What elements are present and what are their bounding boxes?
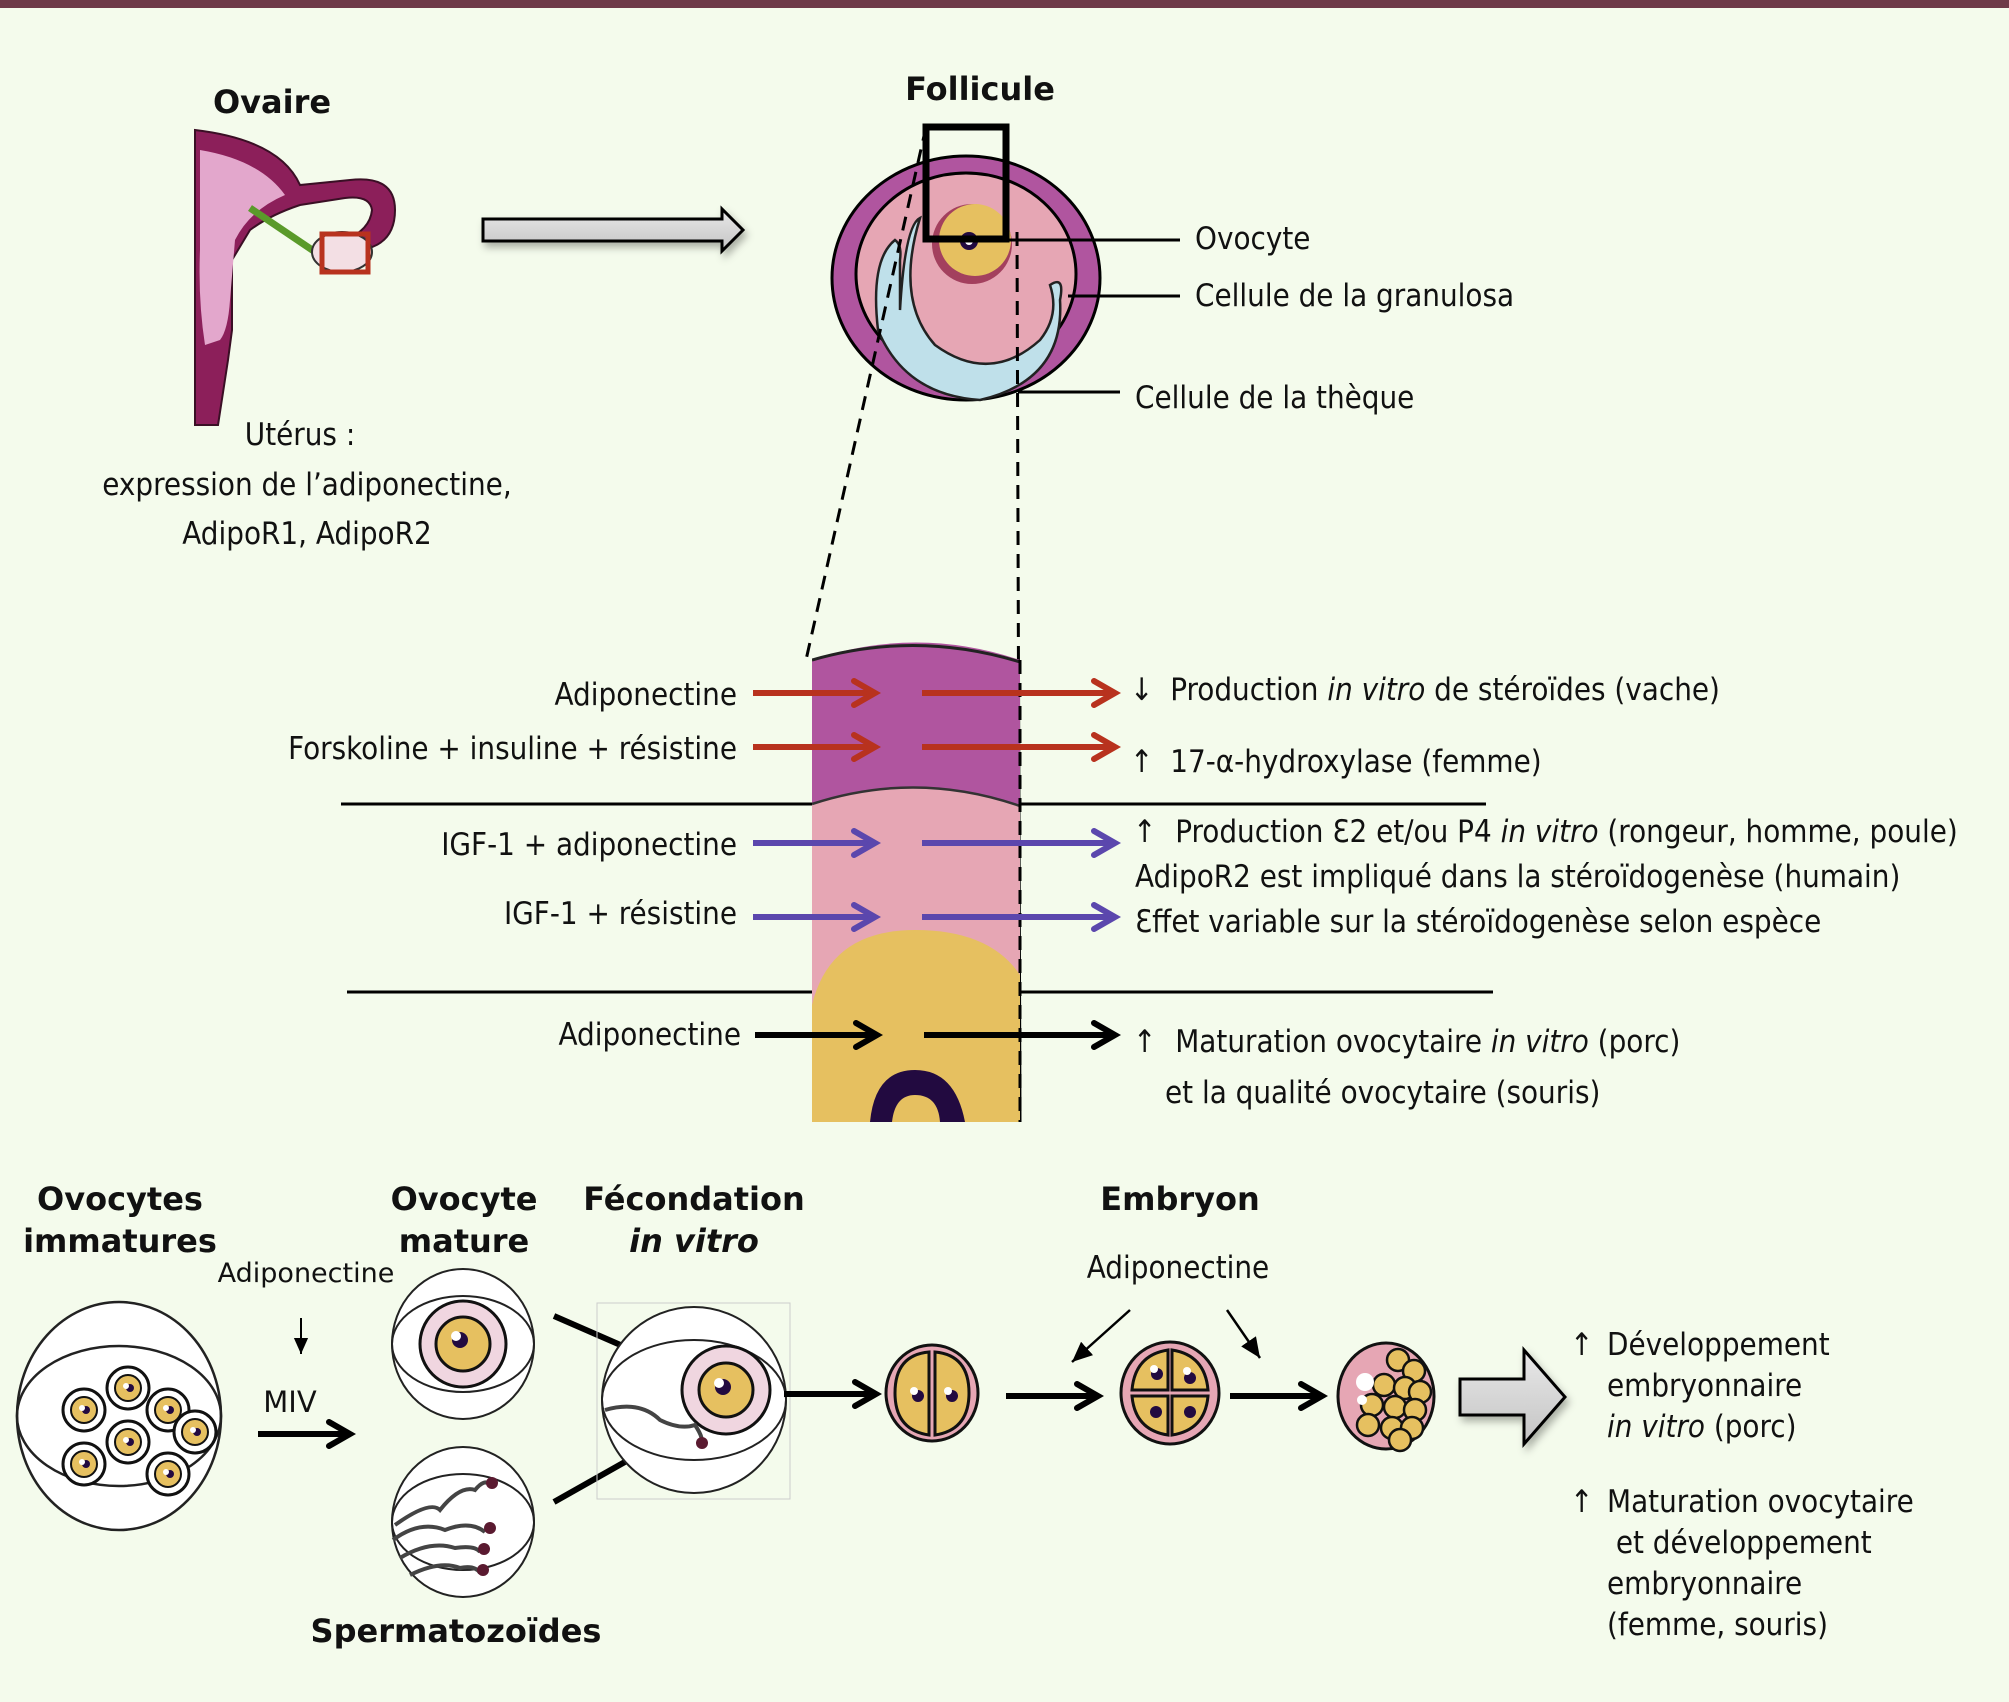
- outcome-2-line-4: (femme, souris): [1607, 1607, 1828, 1643]
- uterus-caption-line-3: AdipoR1, AdipoR2: [182, 516, 431, 552]
- uterus-caption-line-1: Utérus :: [245, 417, 355, 453]
- immature-oocyte: [105, 1365, 151, 1411]
- effect-e2-p4-production: ↑ Production Ɛ2 et/ou P4 in vitro (ronge…: [1133, 814, 1958, 850]
- outcome-2-arrow-icon: ↑: [1570, 1484, 1593, 1520]
- input-igf1-resistine: IGF-1 + résistine: [504, 896, 737, 932]
- fecondation-title-line-1: Fécondation: [583, 1180, 805, 1218]
- up-arrow-icon: ↑: [1133, 814, 1156, 850]
- outcome-1-line-1: Développement: [1607, 1327, 1830, 1363]
- embryo-morula: [1336, 1341, 1436, 1453]
- granulosa-arrows: [753, 828, 1122, 932]
- embryon-title: Embryon: [1100, 1180, 1260, 1218]
- up-arrow-icon: ↑: [1133, 1024, 1156, 1060]
- outcome-1-line-3: in vitro (porc): [1607, 1409, 1797, 1445]
- immature-oocyte: [172, 1409, 218, 1455]
- follicule-title: Follicule: [905, 70, 1055, 108]
- uterus-caption-line-2: expression de l’adiponectine,: [102, 467, 511, 503]
- effect-variable: Ɛffet variable sur la stéroïdogenèse sel…: [1135, 904, 1821, 940]
- sperm-dish: [391, 1446, 535, 1598]
- ovocyte-label: Ovocyte: [1195, 221, 1310, 257]
- input-adiponectine-theca: Adiponectine: [555, 677, 737, 713]
- morula-cell: [1371, 1372, 1397, 1398]
- immature-title-line-1: Ovocytes: [37, 1180, 203, 1218]
- outcome-1-line-2: embryonnaire: [1607, 1368, 1802, 1404]
- embryo-4-cell: [1119, 1340, 1221, 1446]
- effect-oocyte-quality: et la qualité ovocytaire (souris): [1165, 1075, 1600, 1111]
- down-arrow-icon: ↓: [1130, 672, 1153, 708]
- immature-oocyte: [105, 1419, 151, 1465]
- outcome-2-line-1: Maturation ovocytaire: [1607, 1484, 1914, 1520]
- input-igf1-adiponectine: IGF-1 + adiponectine: [441, 827, 737, 863]
- mature-title-line-1: Ovocyte: [391, 1180, 538, 1218]
- mature-oocyte-dish: [391, 1268, 535, 1420]
- ovaire-title: Ovaire: [213, 83, 331, 121]
- mature-title-line-2: mature: [399, 1222, 530, 1260]
- immature-oocyte: [145, 1451, 191, 1497]
- input-forskoline: Forskoline + insuline + résistine: [288, 731, 737, 767]
- uterus-illustration: [194, 128, 397, 426]
- fecondation-title-line-2: in vitro: [629, 1222, 759, 1260]
- adiponectine-to-4cell-arrow: [1071, 1309, 1131, 1363]
- effect-steroid-production: ↓ Production in vitro de stéroïdes (vach…: [1130, 672, 1720, 708]
- morula-cell: [1382, 1394, 1408, 1420]
- outcome-1-arrow-icon: ↑: [1570, 1327, 1593, 1363]
- granulosa-label: Cellule de la granulosa: [1195, 278, 1514, 314]
- immature-oocyte: [61, 1441, 107, 1487]
- effect-oocyte-maturation: ↑ Maturation ovocytaire in vitro (porc): [1133, 1024, 1680, 1060]
- embryon-adiponectine-label: Adiponectine: [1087, 1250, 1269, 1286]
- ovary-highlight-box: [319, 231, 371, 275]
- morula-cell: [1387, 1427, 1413, 1453]
- fecondation-dish: [596, 1302, 791, 1500]
- miv-adiponectine-label: Adiponectine: [218, 1258, 395, 1289]
- top-border-bar: [0, 0, 2009, 8]
- immature-oocyte: [61, 1387, 107, 1433]
- ovary-to-follicle-arrow: [481, 205, 746, 255]
- input-adiponectine-oocyte: Adiponectine: [559, 1017, 741, 1053]
- theca-arrows: [753, 678, 1122, 762]
- up-arrow-icon: ↑: [1130, 744, 1153, 780]
- morula-cell: [1355, 1412, 1381, 1438]
- embryo-to-outcome-arrow: [1458, 1345, 1567, 1449]
- effect-hydroxylase: ↑ 17-α-hydroxylase (femme): [1130, 744, 1542, 780]
- outcome-2-line-3: embryonnaire: [1607, 1566, 1802, 1602]
- adiponectine-to-blastocyst-arrow: [1225, 1309, 1262, 1359]
- theque-label: Cellule de la thèque: [1135, 380, 1414, 416]
- immature-title-line-2: immatures: [23, 1222, 217, 1260]
- immature-oocytes-dish: [15, 1300, 223, 1532]
- outcome-2-line-2: et développement: [1607, 1525, 1872, 1561]
- sperm-title: Spermatozoïdes: [311, 1612, 602, 1650]
- follicle-zoom-box: [922, 123, 1010, 243]
- follicle-cross-section-column: [812, 642, 1020, 1122]
- embryo-2-cell: [884, 1343, 980, 1443]
- follicle-diagram: [830, 123, 1102, 402]
- miv-label: MIV: [263, 1385, 317, 1419]
- effect-adipor2: AdipoR2 est impliqué dans la stéroïdogen…: [1135, 859, 1900, 895]
